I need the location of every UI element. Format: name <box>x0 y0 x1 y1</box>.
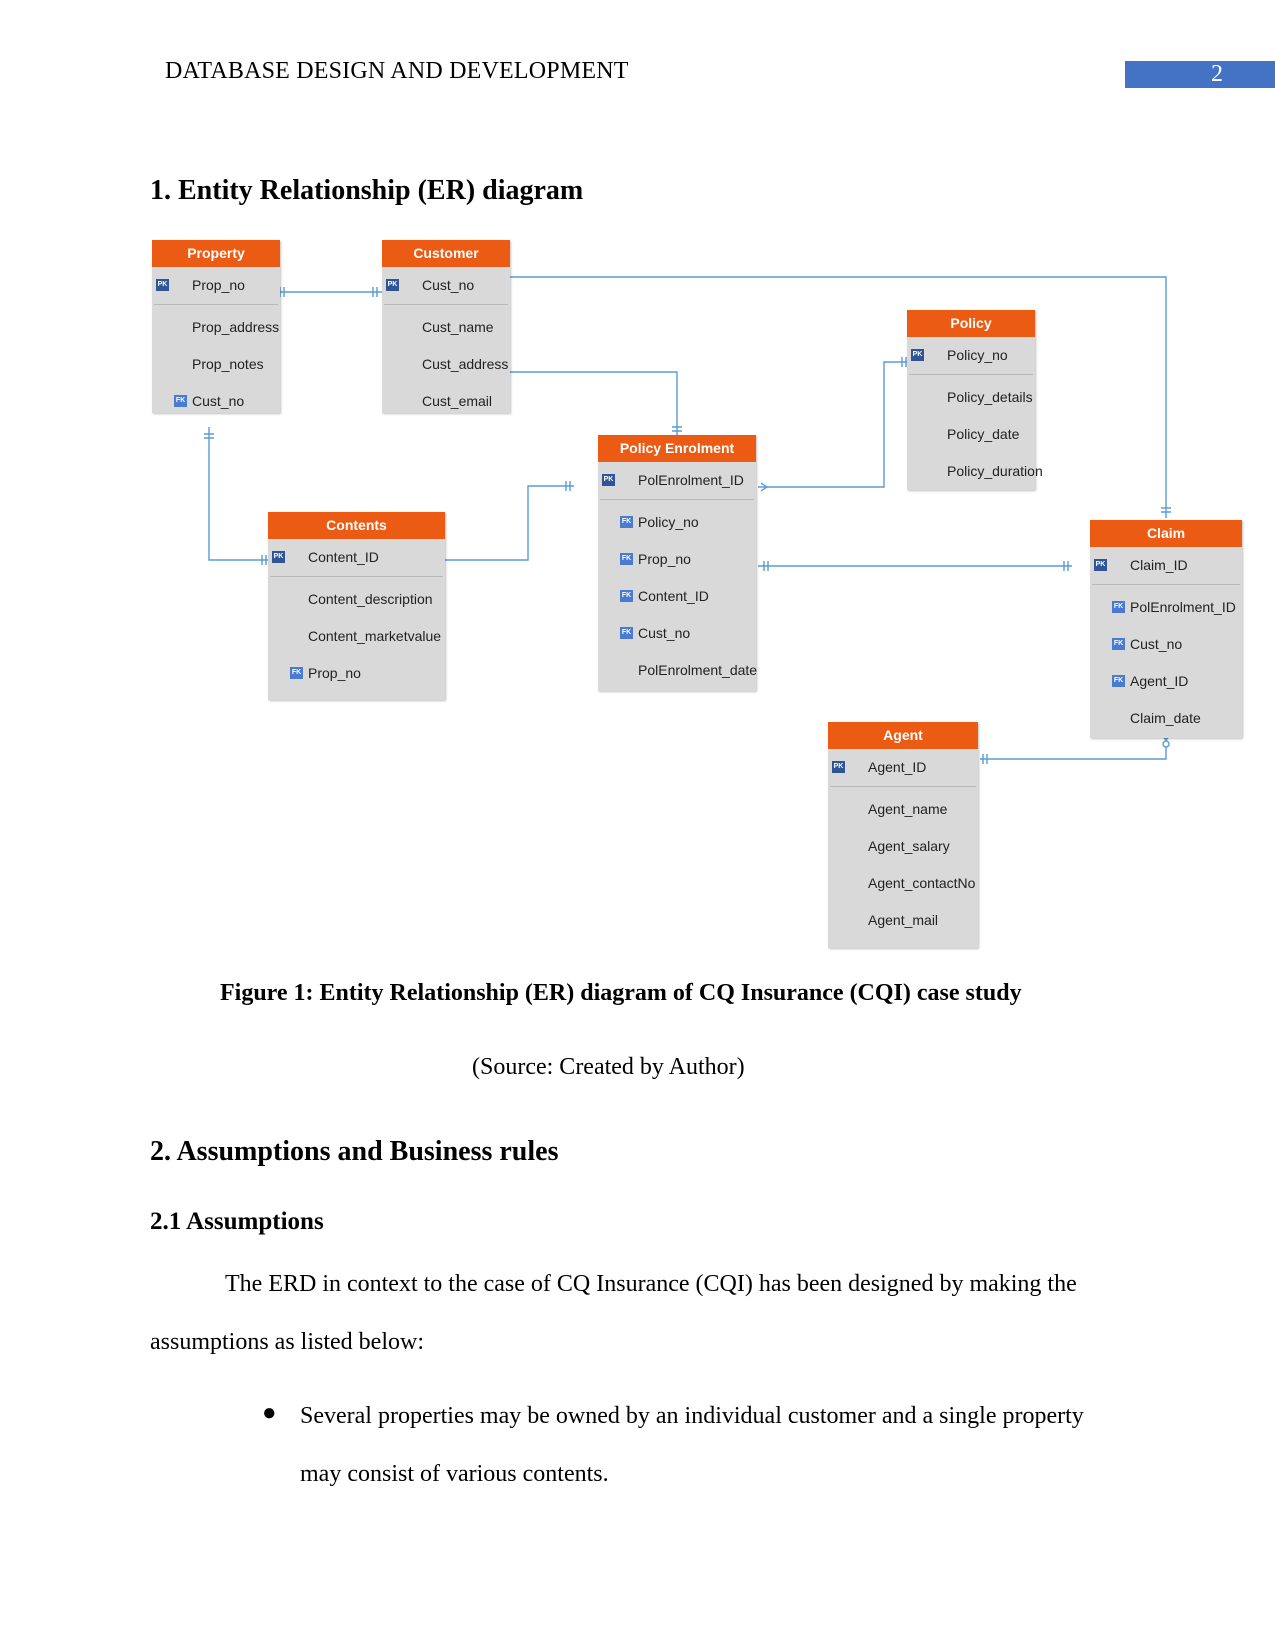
attr: Content_description <box>308 591 433 607</box>
link-customer-claim <box>493 276 1167 518</box>
attr-fk: Content_ID <box>638 588 709 604</box>
assumptions-intro: The ERD in context to the case of CQ Ins… <box>150 1271 1077 1355</box>
primary-key-icon: PK <box>156 279 169 291</box>
entity-customer: Customer PK Cust_no Cust_name Cust_addres… <box>382 240 510 413</box>
attr: Agent_name <box>868 801 948 817</box>
attr-fk: Prop_no <box>308 665 361 681</box>
figure-caption: Figure 1: Entity Relationship (ER) diagr… <box>220 980 1022 1006</box>
link-policy-enrolment <box>758 361 910 488</box>
attr-fk: Policy_no <box>638 514 699 530</box>
attr-pk: Cust_no <box>422 277 475 293</box>
primary-key-icon: PK <box>911 349 924 361</box>
attr-pk: Agent_ID <box>868 759 927 775</box>
figure-source: (Source: Created by Author) <box>472 1054 745 1080</box>
entity-title: Contents <box>268 512 445 539</box>
primary-key-icon: PK <box>272 551 285 563</box>
attr: Prop_notes <box>192 356 264 372</box>
attr: Agent_mail <box>868 912 939 928</box>
attr-fk: Cust_no <box>192 393 245 409</box>
attr: Policy_date <box>947 426 1020 442</box>
foreign-key-icon: FK <box>174 395 187 407</box>
link-customer-enrolment <box>493 371 678 436</box>
attr: Agent_contactNo <box>868 875 976 891</box>
attr-fk: Prop_no <box>638 551 691 567</box>
attr-pk: Policy_no <box>947 347 1008 363</box>
link-contents-enrolment <box>435 485 574 561</box>
attr: Agent_salary <box>868 838 950 854</box>
primary-key-icon: PK <box>1094 559 1107 571</box>
page-number-box: 2 <box>1125 61 1275 88</box>
attr: Content_marketvalue <box>308 628 442 644</box>
entity-title: Customer <box>382 240 510 267</box>
section-1-heading: 1. Entity Relationship (ER) diagram <box>150 175 584 206</box>
attr: Cust_name <box>422 319 494 335</box>
attr-pk: PolEnrolment_ID <box>638 472 744 488</box>
entity-title: Property <box>152 240 280 267</box>
attr: Policy_duration <box>947 463 1043 479</box>
entity-claim: Claim PK Claim_ID FK PolEnrolment_ID FK Cus… <box>1090 520 1242 738</box>
foreign-key-icon: FK <box>290 667 303 679</box>
bullet-icon: ● <box>262 1400 277 1426</box>
entity-policy: Policy PK Policy_no Policy_details Policy… <box>907 310 1043 490</box>
page-number: 2 <box>1211 61 1223 87</box>
foreign-key-icon: FK <box>1112 675 1125 687</box>
attr-fk: Cust_no <box>638 625 691 641</box>
entity-contents: Contents PK Content_ID Content_descriptio… <box>268 512 445 700</box>
attr-fk: Cust_no <box>1130 636 1183 652</box>
entity-agent: Agent PK Agent_ID Agent_name Agent_salary… <box>828 722 978 948</box>
entity-title: Claim <box>1090 520 1242 547</box>
attr: Claim_date <box>1130 710 1201 726</box>
attr: PolEnrolment_date <box>638 662 758 678</box>
running-header-title: DATABASE DESIGN AND DEVELOPMENT <box>165 58 629 84</box>
section-2-heading: 2. Assumptions and Business rules <box>150 1136 559 1167</box>
foreign-key-icon: FK <box>1112 601 1125 613</box>
attr-pk: Claim_ID <box>1130 557 1188 573</box>
link-property-contents <box>208 427 270 561</box>
bullet-item: Several properties may be owned by an in… <box>300 1403 1084 1487</box>
attr-pk: Prop_no <box>192 277 245 293</box>
primary-key-icon: PK <box>602 474 615 486</box>
entity-property: Property PK Prop_no Prop_address Prop_not… <box>152 240 280 413</box>
entity-title: Agent <box>828 722 978 749</box>
foreign-key-icon: FK <box>620 516 633 528</box>
foreign-key-icon: FK <box>620 590 633 602</box>
foreign-key-icon: FK <box>620 553 633 565</box>
entity-policy-enrolment: Policy Enrolment PK PolEnrolment_ID FK Pol… <box>598 435 758 691</box>
section-2-1-heading: 2.1 Assumptions <box>150 1208 324 1235</box>
attr: Policy_details <box>947 389 1033 405</box>
er-diagram: Property PK Prop_no Prop_address Prop_not… <box>150 240 1245 955</box>
primary-key-icon: PK <box>832 761 845 773</box>
attr-pk: Content_ID <box>308 549 379 565</box>
attr: Cust_address <box>422 356 509 372</box>
entity-title: Policy Enrolment <box>598 435 756 462</box>
entity-title: Policy <box>907 310 1035 337</box>
foreign-key-icon: FK <box>1112 638 1125 650</box>
attr: Cust_email <box>422 393 493 409</box>
primary-key-icon: PK <box>386 279 399 291</box>
attr: Prop_address <box>192 319 280 335</box>
foreign-key-icon: FK <box>620 627 633 639</box>
attr-fk: Agent_ID <box>1130 673 1189 689</box>
attr-fk: PolEnrolment_ID <box>1130 599 1236 615</box>
